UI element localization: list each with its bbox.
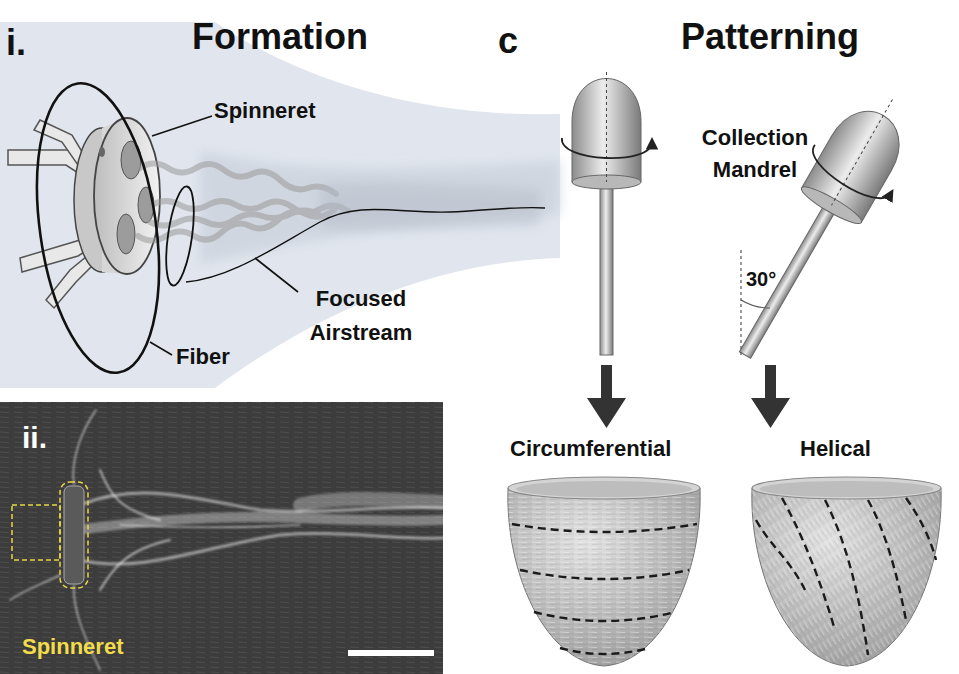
part-label: Focused Airstream (296, 282, 426, 350)
fiber-loop (20, 75, 176, 380)
panel-title: Formation (160, 16, 400, 57)
pattern-label: Helical (800, 436, 871, 461)
collection-mandrel (706, 77, 932, 378)
photo-texture (0, 402, 443, 674)
fiber-streaks (10, 410, 443, 670)
fiber-strand (186, 207, 545, 282)
panel-letter: i. (6, 22, 26, 63)
collection-mandrel (562, 72, 652, 355)
part-label: Collection Mandrel (690, 122, 820, 186)
highlight-box (60, 482, 88, 588)
process-arrow (751, 365, 790, 428)
helical-scaffold (752, 477, 941, 666)
scale-bar (348, 650, 434, 656)
airstream-region (0, 22, 560, 388)
photo-spinneret (64, 486, 84, 584)
panel-title: Patterning (645, 16, 895, 57)
circumferential-scaffold (508, 477, 700, 666)
pattern-label: Circumferential (510, 436, 671, 461)
airstream-plume (320, 183, 540, 230)
panel-letter: ii. (22, 420, 47, 455)
photo-background (0, 402, 443, 674)
panel-letter: c (498, 20, 518, 61)
leader-line (150, 116, 298, 355)
angle-reference (740, 250, 741, 358)
spinneret-disk (74, 118, 160, 274)
highlight-box (12, 505, 60, 560)
part-label: Fiber (176, 344, 230, 369)
fiber-loop (161, 185, 199, 287)
part-label: Spinneret (214, 98, 315, 123)
angle-label: 30° (746, 268, 776, 291)
angle-arc (741, 300, 770, 308)
process-arrow (587, 365, 626, 428)
photo-label: Spinneret (22, 634, 123, 659)
